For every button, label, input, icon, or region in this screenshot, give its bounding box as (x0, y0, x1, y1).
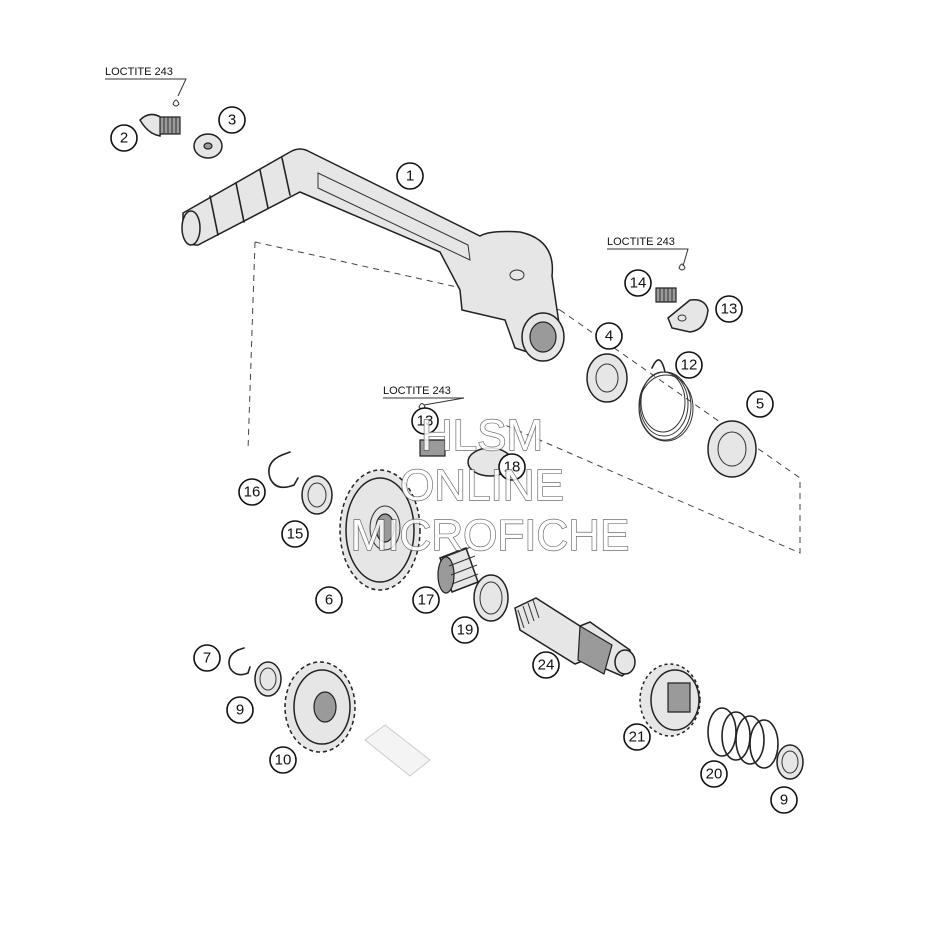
screw (655, 263, 686, 303)
loctite-label: LOCTITE 243 (105, 66, 187, 97)
washer (707, 420, 757, 478)
callout: 12 (675, 351, 703, 379)
svg-text:2: 2 (120, 130, 128, 147)
svg-text:9: 9 (236, 702, 244, 719)
callout: 20 (700, 760, 728, 788)
callout: 19 (451, 616, 479, 644)
svg-text:17: 17 (418, 592, 435, 609)
callout: 9 (226, 696, 254, 724)
svg-text:HLSM: HLSM (421, 411, 543, 460)
svg-text:19: 19 (457, 622, 474, 639)
washer (586, 353, 628, 403)
svg-text:4: 4 (605, 328, 613, 345)
callout: 4 (595, 322, 623, 350)
svg-text:24: 24 (538, 657, 555, 674)
svg-text:14: 14 (630, 275, 647, 292)
svg-text:10: 10 (275, 752, 292, 769)
watermark: HLSM ONLINE MICROFICHE (350, 410, 630, 560)
screw (139, 99, 181, 137)
idler-gear (284, 661, 356, 753)
callout: 13 (411, 407, 439, 435)
callout: 3 (218, 106, 246, 134)
svg-text:20: 20 (706, 766, 723, 783)
svg-text:13: 13 (721, 301, 738, 318)
kick-lever (181, 148, 565, 362)
washer (301, 475, 333, 515)
svg-text:5: 5 (756, 396, 764, 413)
svg-text:21: 21 (629, 729, 646, 746)
svg-text:6: 6 (325, 592, 333, 609)
circlip (228, 647, 251, 676)
washer (254, 661, 282, 697)
callout: 9 (770, 786, 798, 814)
callout: 5 (746, 390, 774, 418)
callout: 15 (281, 520, 309, 548)
svg-text:3: 3 (228, 112, 236, 129)
svg-text:1: 1 (406, 168, 414, 185)
spring (638, 359, 694, 442)
callout: 2 (110, 124, 138, 152)
spring (707, 707, 779, 769)
svg-text:15: 15 (287, 526, 304, 543)
kick-gear (339, 469, 421, 591)
washer (473, 574, 509, 622)
washer (193, 133, 223, 159)
loctite-label: LOCTITE 243 (383, 385, 465, 406)
needle-bearing (437, 546, 479, 594)
circlip (268, 451, 299, 489)
svg-text:7: 7 (203, 650, 211, 667)
idler-shaft (364, 724, 431, 777)
ratchet-gear (639, 663, 701, 737)
svg-text:16: 16 (244, 484, 261, 501)
svg-text:9: 9 (780, 792, 788, 809)
callout: 1 (396, 162, 424, 190)
assembly-frame (247, 241, 801, 554)
svg-text:LOCTITE 243: LOCTITE 243 (105, 66, 173, 78)
callout: 10 (269, 746, 297, 774)
callout: 17 (412, 586, 440, 614)
svg-text:MICROFICHE: MICROFICHE (351, 511, 630, 560)
callout: 16 (238, 478, 266, 506)
callout: 21 (623, 723, 651, 751)
callout: 24 (532, 651, 560, 679)
callout: 14 (624, 269, 652, 297)
svg-text:18: 18 (504, 459, 521, 476)
svg-text:ONLINE: ONLINE (400, 461, 564, 510)
loctite-label: LOCTITE 243 (607, 236, 689, 267)
washer (776, 744, 804, 780)
svg-text:13: 13 (417, 413, 434, 430)
callout: 13 (715, 295, 743, 323)
callout: 6 (315, 586, 343, 614)
svg-text:12: 12 (681, 357, 698, 374)
callout: 18 (498, 453, 526, 481)
svg-text:LOCTITE 243: LOCTITE 243 (607, 236, 675, 248)
kick-shaft (514, 597, 636, 677)
callout: 7 (193, 644, 221, 672)
svg-text:LOCTITE 243: LOCTITE 243 (383, 385, 451, 397)
bracket (667, 298, 709, 333)
